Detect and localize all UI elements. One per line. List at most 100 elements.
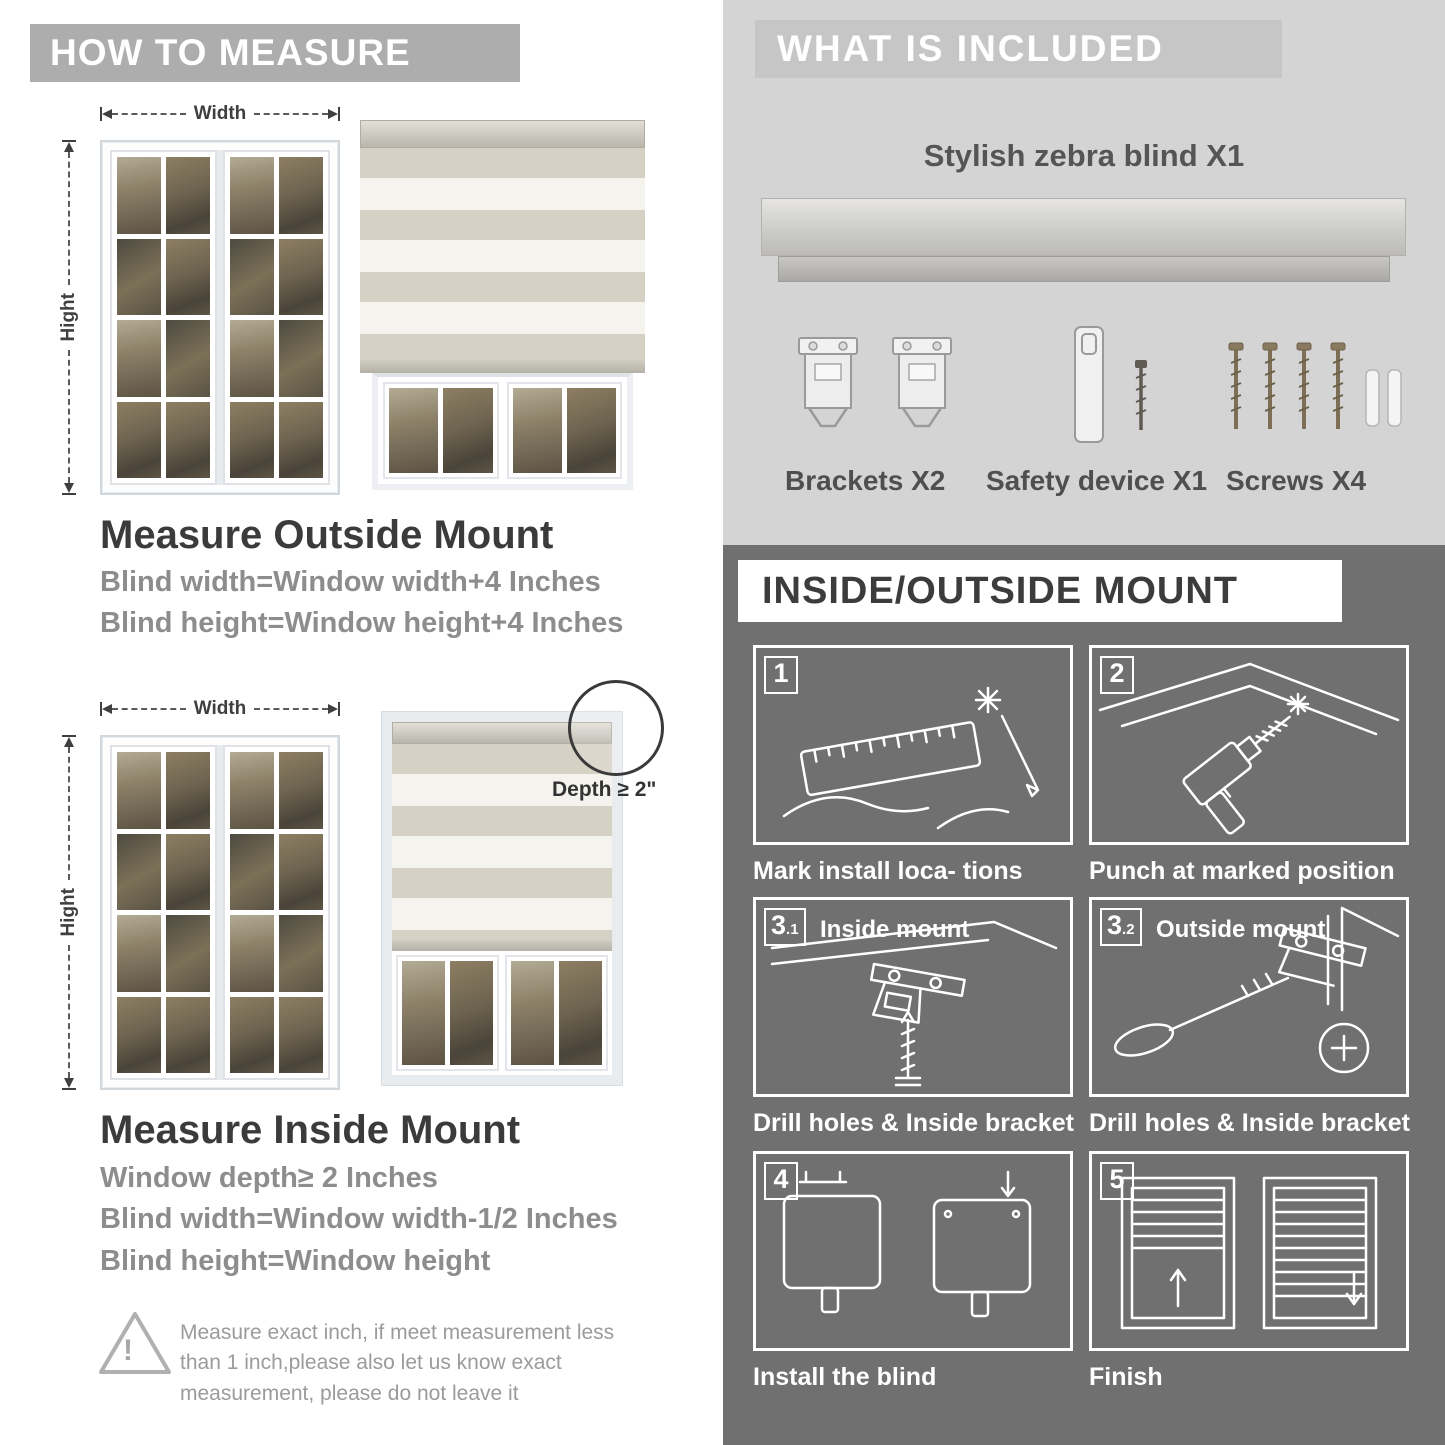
blind-bottom-rail — [392, 940, 612, 951]
install-blind-illustration — [782, 1170, 1032, 1318]
mount-instructions-section: INSIDE/OUTSIDE MOUNT 1 Mark install loca… — [723, 545, 1445, 1445]
window-pane — [512, 388, 562, 473]
mount-title: INSIDE/OUTSIDE MOUNT — [762, 569, 1239, 612]
arrow-right-icon — [328, 704, 338, 714]
step-number-box: 5 — [1100, 1162, 1134, 1200]
what-is-included-section: WHAT IS INCLUDED Stylish zebra blind X1 — [723, 0, 1445, 545]
arrow-down-icon — [64, 483, 74, 494]
what-is-included-banner: WHAT IS INCLUDED — [755, 20, 1282, 78]
window-pane — [511, 961, 554, 1065]
window-pane — [166, 401, 210, 478]
window-pane — [279, 238, 323, 315]
window-pane — [279, 996, 323, 1073]
step-caption-5: Finish — [1089, 1363, 1163, 1391]
step-subnumber: .2 — [1122, 921, 1135, 938]
arrow-left-icon — [102, 109, 112, 119]
brackets-icon — [798, 337, 952, 428]
step-number-box: 4 — [764, 1162, 798, 1200]
step-panel-2: 2 — [1089, 645, 1409, 845]
exclamation-mark: ! — [123, 1334, 133, 1367]
height-dimension-arrow: Hight — [58, 140, 80, 496]
blind-cassette — [360, 120, 645, 148]
window-pane — [230, 401, 274, 478]
step-number-box: 3.2 — [1100, 908, 1142, 946]
measure-warning-text: Measure exact inch, if meet measurement … — [180, 1321, 615, 1405]
finish-illustration — [1120, 1176, 1378, 1330]
window-pane — [166, 833, 210, 910]
window-pane — [166, 996, 210, 1073]
blind-fabric — [392, 744, 612, 940]
window-pane — [230, 752, 274, 829]
step-caption-1: Mark install loca- tions — [753, 857, 1023, 885]
outside-mount-title: Measure Outside Mount — [100, 513, 554, 557]
screws-icon — [1228, 342, 1402, 429]
window-pane — [389, 388, 439, 473]
step-title: Outside mount — [1156, 916, 1326, 943]
window-pane — [166, 157, 210, 234]
window-door — [396, 955, 499, 1071]
step-caption-3-1: Drill holes & Inside bracket — [753, 1109, 1074, 1137]
step-panel-5: 5 — [1089, 1151, 1409, 1351]
window-pane — [230, 996, 274, 1073]
what-is-included-title: WHAT IS INCLUDED — [777, 28, 1164, 69]
window-pane — [450, 961, 493, 1065]
step-panel-4: 4 — [753, 1151, 1073, 1351]
step-panel-3-2: 3.2 Outside mount — [1089, 897, 1409, 1097]
step-caption-2: Punch at marked position — [1089, 857, 1395, 885]
window-pane — [402, 961, 445, 1065]
window-pane — [166, 320, 210, 397]
warning-icon: ! — [95, 1308, 175, 1380]
window-below-blind — [372, 373, 633, 490]
window-pane — [117, 401, 161, 478]
step-number: 5 — [1109, 1164, 1125, 1194]
step-panel-1: 1 — [753, 645, 1073, 845]
window-pane — [566, 388, 616, 473]
mount-banner: INSIDE/OUTSIDE MOUNT — [738, 560, 1342, 622]
step-subnumber: .1 — [786, 921, 799, 938]
window-pane — [230, 833, 274, 910]
window-pane — [559, 961, 602, 1065]
step-number: 3 — [1107, 910, 1123, 940]
window-pane — [279, 752, 323, 829]
warning-triangle-icon — [99, 1312, 171, 1374]
arrow-right-icon — [328, 109, 338, 119]
safety-device-icon — [1074, 326, 1147, 443]
depth-callout-circle — [568, 680, 664, 776]
inside-bracket-illustration — [770, 920, 1058, 1087]
blind-headrail-illustration — [761, 198, 1406, 256]
window-door — [506, 382, 622, 479]
width-label: Width — [193, 698, 247, 719]
arrow-down-icon — [64, 1078, 74, 1089]
outside-width-formula: Blind width=Window width+4 Inches — [100, 566, 601, 598]
outside-bracket-illustration — [1113, 906, 1400, 1074]
window-pane — [117, 915, 161, 992]
window-pane — [230, 238, 274, 315]
window-illustration-outside — [100, 140, 340, 495]
window-pane — [230, 157, 274, 234]
step-panel-3-1: 3.1 Inside mount — [753, 897, 1073, 1097]
window-pane — [279, 401, 323, 478]
zebra-blind-outside-illustration — [360, 120, 645, 490]
arrow-up-icon — [64, 737, 74, 747]
window-pane — [279, 320, 323, 397]
step-number: 3 — [771, 910, 787, 940]
mark-location-illustration — [782, 686, 1040, 830]
zebra-blind-product-label: Stylish zebra blind X1 — [923, 138, 1245, 173]
height-label: Hight — [58, 888, 79, 937]
step-caption-4: Install the blind — [753, 1363, 937, 1391]
window-door — [383, 382, 499, 479]
height-dimension-arrow: Hight — [58, 735, 80, 1091]
drill-illustration — [1098, 662, 1400, 835]
blind-fabric — [360, 148, 645, 360]
step-title: Inside mount — [820, 916, 970, 943]
window-pane — [279, 157, 323, 234]
arrow-left-icon — [102, 704, 112, 714]
inside-mount-title: Measure Inside Mount — [100, 1108, 521, 1152]
safety-device-label: Safety device X1 — [986, 465, 1208, 496]
zebra-blind-inside-illustration — [382, 712, 622, 1085]
window-below-blind — [392, 951, 612, 1075]
depth-callout-label: Depth ≥ 2" — [552, 778, 657, 801]
window-door — [110, 745, 217, 1080]
window-door — [223, 150, 330, 485]
